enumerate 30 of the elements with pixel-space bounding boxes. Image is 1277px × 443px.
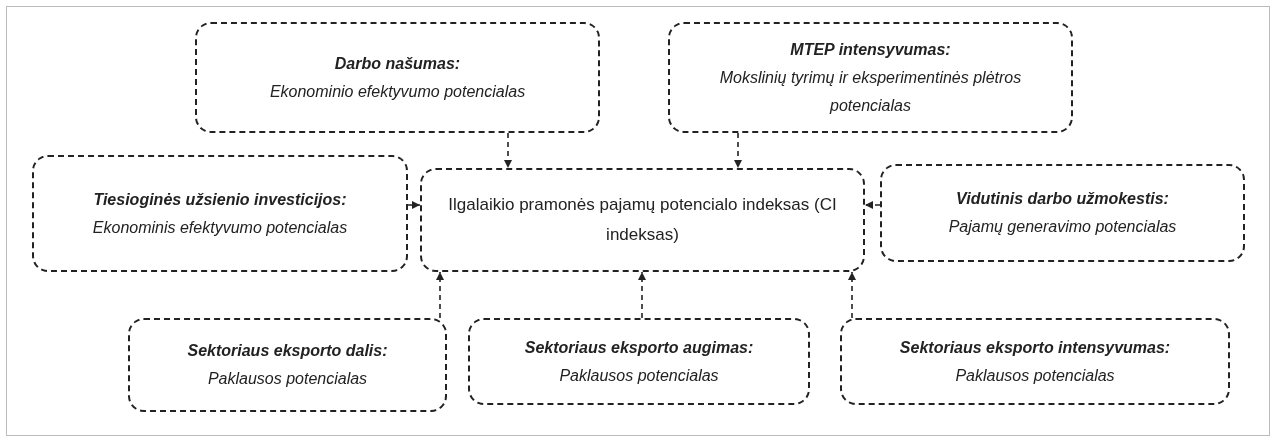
indicator-description: Ekonominio efektyvumo potencialas — [269, 81, 526, 102]
arrow — [864, 201, 881, 209]
indicator-box — [468, 318, 810, 405]
indicator-heading: Sektoriaus eksporto augimas: — [524, 337, 754, 358]
indicator-description: Ekonominis efektyvumo potencialas — [92, 217, 348, 238]
indicator-description: Mokslinių tyrimų ir eksperimentinės plėtros potencialas — [718, 67, 1023, 116]
arrow — [436, 271, 444, 319]
indicator-heading: MTEP intensyvumas: — [790, 39, 951, 60]
indicator-description: Pajamų generavimo potencialas — [948, 217, 1177, 237]
index-title: Ilgalaikio pramonės pajamų potencialo indeksas (CI indeksas) — [447, 194, 838, 246]
arrow — [734, 132, 742, 169]
indicator-heading: Tiesioginės užsienio investicijos: — [93, 189, 347, 210]
arrow — [638, 271, 646, 319]
indicator-description: Paklausos potencialas — [559, 365, 719, 386]
indicator-box — [840, 318, 1230, 405]
indicator-box — [668, 22, 1073, 133]
indicator-box — [195, 22, 600, 133]
index-box — [420, 168, 865, 272]
indicator-description: Paklausos potencialas — [207, 369, 368, 389]
indicator-box — [32, 155, 408, 272]
indicator-box — [128, 318, 447, 412]
indicator-heading: Sektoriaus eksporto dalis: — [187, 341, 388, 361]
indicator-heading: Darbo našumas: — [334, 53, 461, 74]
indicator-heading: Sektoriaus eksporto intensyvumas: — [899, 337, 1171, 358]
arrow — [504, 132, 512, 169]
indicator-heading: Vidutinis darbo užmokestis: — [956, 189, 1169, 209]
arrow — [407, 201, 421, 209]
indicator-description: Paklausos potencialas — [955, 365, 1115, 386]
indicator-box — [880, 164, 1245, 262]
arrow — [848, 271, 856, 319]
